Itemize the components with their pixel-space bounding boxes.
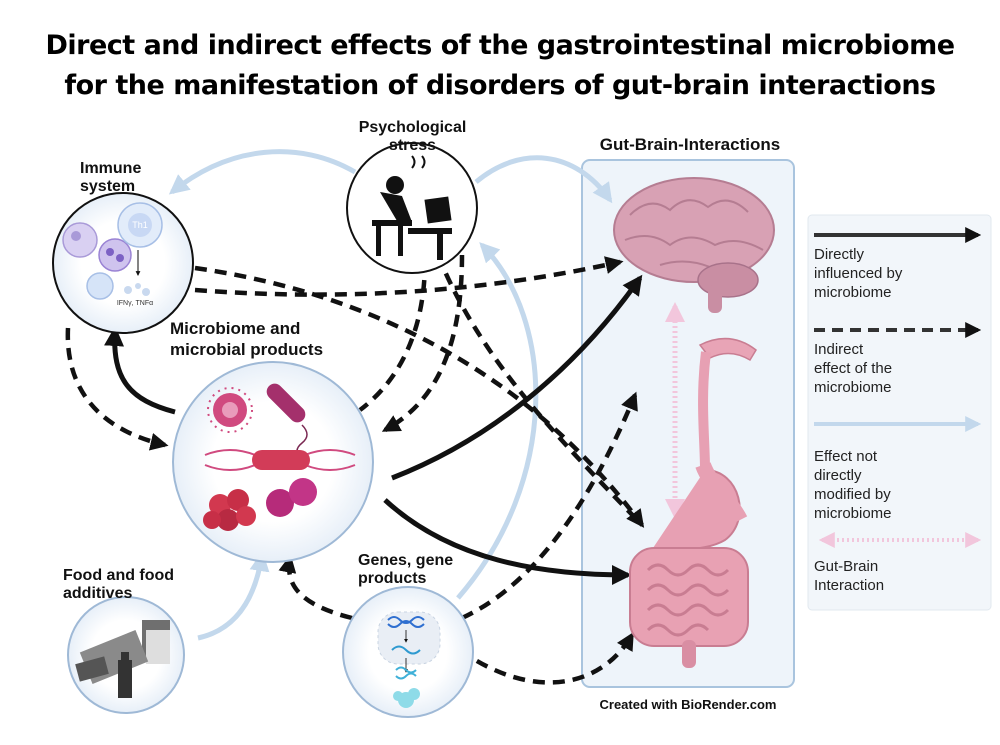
coccus-cluster-icon (203, 489, 256, 531)
genes-label-line-1: Genes, gene (358, 552, 454, 569)
legend-direct-text: Directly influenced by microbiome (814, 245, 902, 302)
food-label-line-2: additives (63, 585, 133, 602)
food-label: Food and food additives (63, 567, 174, 603)
flagellated-bacterium-icon (204, 449, 356, 471)
food-node (67, 596, 185, 714)
gut-icon (629, 337, 757, 668)
arrow-genes-to-microbiome (278, 554, 353, 621)
stress-label-line-1: Psychological (358, 119, 467, 136)
immune-label-line-2: system (80, 178, 136, 195)
brain-icon (613, 177, 775, 313)
food-label-line-1: Food and food (63, 567, 175, 584)
genes-node (342, 586, 474, 718)
genes-label-line-2: products (358, 570, 427, 587)
arrow-genes-to-gut (458, 631, 634, 685)
legend-indirect-text: Indirect effect of the microbiome (814, 340, 892, 397)
th1-label: Th1 (132, 220, 148, 230)
arrow-immune-to-microbiome (65, 327, 169, 451)
legend-not-modified-line-1: Effect not (814, 448, 878, 465)
lymphocyte-icon (62, 222, 98, 258)
virus-icon (207, 387, 253, 433)
legend-direct-line-1: Directly (814, 246, 865, 263)
cytokines-label: IFNγ, TNFα (117, 300, 153, 307)
arrow-stress-to-brain (474, 155, 613, 204)
legend-panel (807, 214, 992, 611)
granulocyte-icon (98, 238, 132, 272)
arrow-microbiome-to-gut (383, 498, 632, 585)
immune-label-line-1: Immune (80, 160, 142, 177)
legend-not-modified-line-2: directly (814, 467, 862, 484)
psychological-stress-node (346, 142, 478, 274)
rna-icon (391, 645, 421, 655)
legend-indirect-line-1: Indirect (814, 341, 864, 358)
arrow-microbiome-to-brain (391, 274, 643, 481)
microbiome-label-line-1: Microbiome and (170, 319, 301, 338)
legend-not-modified-text: Effect not directly modified by microbio… (814, 447, 892, 523)
stress-label-line-2: stress (388, 137, 437, 154)
arrow-genes-to-brain (461, 391, 638, 621)
legend-not-modified-line-4: microbiome (814, 505, 892, 522)
arrow-immune-to-brain (194, 256, 624, 297)
stressed-person-icon (372, 155, 452, 260)
title-line-2: for the manifestation of disorders of gu… (64, 70, 936, 101)
stress-label: Psychological stress (350, 119, 475, 155)
dna-icon (387, 616, 425, 624)
microbiome-label-line-2: microbial products (170, 340, 324, 359)
legend-gbi-text: Gut-Brain Interaction (814, 557, 884, 595)
legend-direct-line-2: influenced by (814, 265, 903, 282)
immune-system-node: Th1 IFNγ, TNFα (52, 192, 194, 334)
arrow-stress-to-microbiome (358, 259, 428, 412)
legend-gbi-line-1: Gut-Brain (814, 558, 879, 575)
arrow-stress-to-microbiome-2 (381, 254, 465, 432)
microbiome-label: Microbiome and microbial products (170, 318, 323, 360)
cell-icon (86, 272, 114, 300)
gut-brain-interactions-label: Gut-Brain-Interactions (599, 135, 781, 154)
genes-label: Genes, gene products (358, 552, 453, 588)
legend-indirect-line-3: microbiome (814, 379, 892, 396)
immune-label: Immune system (80, 160, 141, 196)
title-line-1: Direct and indirect effects of the gastr… (45, 30, 955, 61)
arrow-stress-to-immune (168, 149, 357, 195)
legend-not-modified-line-3: modified by (814, 486, 891, 503)
microbiome-node (172, 361, 374, 563)
arrow-genes-to-stress (456, 242, 539, 600)
diplococcus-icon (266, 478, 317, 517)
food-items-icon (75, 620, 170, 698)
legend-direct-line-3: microbiome (814, 284, 892, 301)
arrow-microbiome-to-immune (104, 326, 176, 415)
legend-indirect-line-2: effect of the (814, 360, 893, 377)
credit-label: Created with BioRender.com (599, 697, 777, 712)
arrow-immune-to-gut (194, 265, 645, 528)
arrow-stress-to-gut (435, 254, 644, 527)
arrow-food-to-microbiome (197, 551, 270, 641)
legend-gbi-line-2: Interaction (814, 577, 885, 594)
